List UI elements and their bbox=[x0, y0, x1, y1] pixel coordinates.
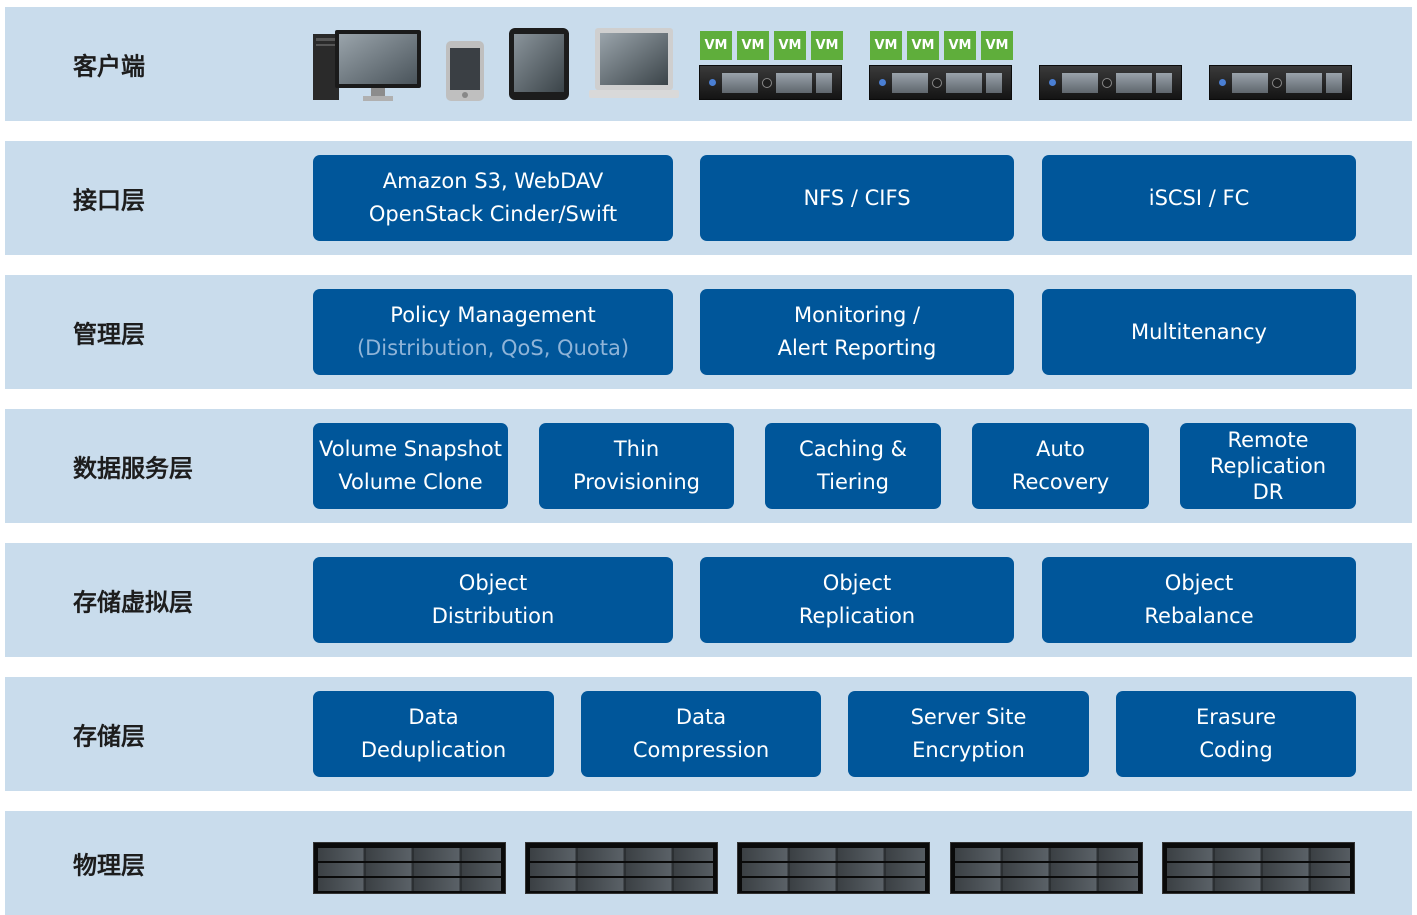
box-line: Server Site bbox=[910, 705, 1027, 729]
box-line: Remote bbox=[1227, 428, 1309, 452]
box-line: Deduplication bbox=[360, 738, 507, 762]
storage-rack-icon bbox=[313, 842, 506, 894]
storage-box-compression: Data Compression bbox=[581, 691, 821, 777]
interface-box-s3-openstack: Amazon S3, WebDAV OpenStack Cinder/Swift bbox=[313, 155, 673, 241]
data-service-box-snapshot: Volume Snapshot Volume Clone bbox=[313, 423, 508, 509]
vm-badge: VM bbox=[981, 31, 1013, 60]
box-line: Multitenancy bbox=[1131, 319, 1267, 344]
storage-layer: 存储层 Data Deduplication Data Compression … bbox=[5, 677, 1412, 791]
virtualization-box-replication: Object Replication bbox=[700, 557, 1014, 643]
box-line: Coding bbox=[1199, 738, 1273, 762]
data-service-box-caching: Caching & Tiering bbox=[765, 423, 941, 509]
storage-rack-icon bbox=[1162, 842, 1355, 894]
box-line: Erasure bbox=[1195, 705, 1277, 729]
layer-label-physical: 物理层 bbox=[73, 851, 145, 880]
storage-rack-icon bbox=[737, 842, 930, 894]
box-line: Object bbox=[1164, 571, 1234, 595]
box-line: Rebalance bbox=[1144, 604, 1254, 628]
box-line: Object bbox=[458, 571, 528, 595]
server-icon bbox=[1039, 65, 1182, 100]
vm-badge: VM bbox=[907, 31, 939, 60]
virtualization-box-rebalance: Object Rebalance bbox=[1042, 557, 1356, 643]
storage-rack-icon bbox=[525, 842, 718, 894]
vm-badge: VM bbox=[700, 31, 732, 60]
box-line: Provisioning bbox=[573, 470, 700, 494]
vm-badge: VM bbox=[870, 31, 902, 60]
box-line: Data bbox=[675, 705, 727, 729]
tablet-icon bbox=[509, 28, 569, 100]
smartphone-icon bbox=[446, 41, 484, 101]
server-icon bbox=[1209, 65, 1352, 100]
box-line: Data bbox=[408, 705, 459, 729]
storage-box-erasure-coding: Erasure Coding bbox=[1116, 691, 1356, 777]
storage-virtualization-layer: 存储虚拟层 Object Distribution Object Replica… bbox=[5, 543, 1412, 657]
box-line: Amazon S3, WebDAV bbox=[382, 169, 604, 193]
vm-badge: VM bbox=[737, 31, 769, 60]
box-line: Volume Snapshot bbox=[319, 437, 502, 461]
box-line-secondary: (Distribution, QoS, Quota) bbox=[356, 336, 630, 360]
box-line: Alert Reporting bbox=[777, 336, 937, 360]
layer-label-management: 管理层 bbox=[73, 320, 145, 349]
box-line: OpenStack Cinder/Swift bbox=[368, 202, 618, 226]
box-line: Distribution bbox=[431, 604, 555, 628]
desktop-pc-icon bbox=[313, 30, 421, 102]
storage-box-encryption: Server Site Encryption bbox=[848, 691, 1089, 777]
layer-label-interface: 接口层 bbox=[73, 186, 145, 215]
virtualization-box-distribution: Object Distribution bbox=[313, 557, 673, 643]
box-line: Auto bbox=[1036, 437, 1085, 461]
box-line: iSCSI / FC bbox=[1148, 185, 1250, 210]
server-icon bbox=[869, 65, 1012, 100]
box-line: Caching & bbox=[799, 437, 907, 461]
layer-label-storage-virtualization: 存储虚拟层 bbox=[73, 588, 193, 617]
interface-box-nfs-cifs: NFS / CIFS bbox=[700, 155, 1014, 241]
storage-rack-icon bbox=[950, 842, 1143, 894]
data-service-box-thin-provisioning: Thin Provisioning bbox=[539, 423, 734, 509]
box-line: Replication bbox=[1209, 454, 1327, 478]
box-line: Replication bbox=[798, 604, 916, 628]
data-service-box-remote-replication: Remote Replication DR bbox=[1180, 423, 1356, 509]
vm-badge: VM bbox=[944, 31, 976, 60]
box-line: DR bbox=[1252, 480, 1284, 504]
box-line: Thin bbox=[613, 437, 660, 461]
box-line: NFS / CIFS bbox=[803, 185, 911, 210]
vm-badge: VM bbox=[774, 31, 806, 60]
box-line: Tiering bbox=[816, 470, 890, 494]
box-line: Volume Clone bbox=[338, 470, 483, 494]
box-line: Monitoring / bbox=[793, 303, 921, 327]
data-service-layer: 数据服务层 Volume Snapshot Volume Clone Thin … bbox=[5, 409, 1412, 523]
box-line: Recovery bbox=[1011, 470, 1110, 494]
interface-box-iscsi-fc: iSCSI / FC bbox=[1042, 155, 1356, 241]
box-line: Policy Management bbox=[390, 303, 596, 327]
layer-label-storage: 存储层 bbox=[73, 722, 145, 751]
layer-label-client: 客户端 bbox=[73, 52, 145, 81]
management-box-multitenancy: Multitenancy bbox=[1042, 289, 1356, 375]
box-line: Object bbox=[822, 571, 892, 595]
laptop-icon bbox=[589, 28, 679, 100]
layer-label-data-service: 数据服务层 bbox=[73, 454, 193, 483]
box-line: Compression bbox=[632, 738, 770, 762]
vm-badge: VM bbox=[811, 31, 843, 60]
client-layer: 客户端 bbox=[5, 7, 1412, 121]
server-icon bbox=[699, 65, 842, 100]
data-service-box-auto-recovery: Auto Recovery bbox=[972, 423, 1149, 509]
storage-box-deduplication: Data Deduplication bbox=[313, 691, 554, 777]
management-layer: 管理层 Policy Management (Distribution, QoS… bbox=[5, 275, 1412, 389]
interface-layer: 接口层 Amazon S3, WebDAV OpenStack Cinder/S… bbox=[5, 141, 1412, 255]
box-line: Encryption bbox=[912, 738, 1025, 762]
management-box-monitoring: Monitoring / Alert Reporting bbox=[700, 289, 1014, 375]
management-box-policy: Policy Management (Distribution, QoS, Qu… bbox=[313, 289, 673, 375]
